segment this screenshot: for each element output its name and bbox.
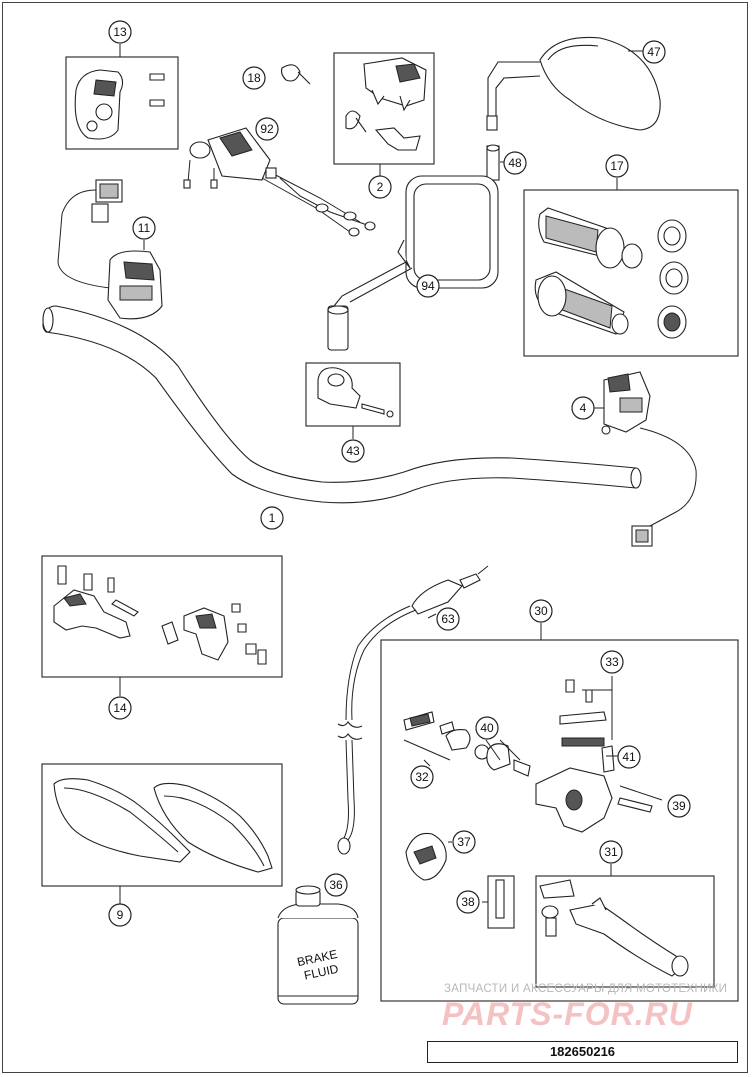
callout-30: 30	[529, 599, 553, 623]
callout-18: 18	[242, 66, 266, 90]
callout-47: 47	[642, 40, 666, 64]
svg-text:18: 18	[247, 71, 261, 85]
connector-switch-part	[57, 179, 163, 320]
group-box-13	[65, 56, 179, 150]
grips-part	[534, 207, 689, 339]
group-box-2	[333, 52, 435, 165]
svg-text:43: 43	[346, 444, 360, 458]
svg-text:32: 32	[415, 770, 429, 784]
svg-text:11: 11	[138, 221, 151, 235]
mirror-part	[486, 36, 661, 181]
callout-33: 33	[600, 650, 624, 674]
group-box-30	[380, 639, 739, 1002]
callout-39: 39	[667, 794, 691, 818]
svg-text:4: 4	[580, 401, 587, 415]
svg-text:2: 2	[377, 180, 384, 194]
callout-14: 14	[108, 696, 132, 720]
callout-63: 63	[436, 607, 460, 631]
hand-guards-part	[53, 778, 273, 873]
handlebar-part	[42, 305, 642, 504]
callout-38: 38	[456, 890, 480, 914]
callout-4: 4	[571, 396, 595, 420]
watermark-text: ЗАПЧАСТИ И АКСЕССУАРЫ ДЛЯ МОТОТЕХНИКИ	[444, 983, 728, 995]
callout-37: 37	[452, 830, 476, 854]
svg-text:38: 38	[461, 895, 475, 909]
brake-fluid-can-part	[277, 885, 359, 1005]
svg-text:48: 48	[508, 156, 522, 170]
callout-40: 40	[475, 716, 499, 740]
brake-hose-part	[337, 565, 489, 855]
callout-11: 11	[132, 216, 156, 240]
svg-text:63: 63	[441, 612, 455, 626]
callout-2: 2	[368, 175, 392, 199]
svg-text:17: 17	[610, 159, 624, 173]
callout-17: 17	[605, 154, 629, 178]
switch-cover-part	[345, 57, 427, 151]
brake-lever-part	[539, 879, 689, 977]
callout-32: 32	[410, 765, 434, 789]
callout-41: 41	[617, 745, 641, 769]
svg-text:33: 33	[605, 655, 619, 669]
svg-text:37: 37	[457, 835, 471, 849]
mirror-clamp-part	[317, 367, 394, 418]
watermark-logo: PARTS-FOR.RU	[442, 996, 693, 1032]
svg-text:40: 40	[480, 721, 494, 735]
mount-clamps-part	[53, 565, 267, 665]
svg-text:31: 31	[604, 845, 618, 859]
group-box-14	[41, 555, 283, 678]
svg-text:1: 1	[269, 511, 276, 525]
reservoir-clamp-part	[405, 832, 447, 881]
svg-text:47: 47	[647, 45, 661, 59]
callout-94: 94	[416, 274, 440, 298]
svg-text:92: 92	[260, 122, 274, 136]
left-switch-part	[74, 69, 165, 140]
throttle-assembly-part	[183, 127, 376, 237]
callout-31: 31	[599, 840, 623, 864]
svg-text:94: 94	[421, 279, 435, 293]
callout-92: 92	[255, 117, 279, 141]
group-box-31	[535, 875, 715, 988]
callout-43: 43	[341, 439, 365, 463]
svg-text:39: 39	[672, 799, 686, 813]
svg-text:13: 13	[113, 25, 127, 39]
callout-13: 13	[108, 20, 132, 44]
svg-text:14: 14	[113, 701, 127, 715]
callout-36: 36	[324, 873, 348, 897]
group-box-9	[41, 763, 283, 887]
svg-text:36: 36	[329, 878, 343, 892]
document-number: 182650216	[427, 1041, 738, 1063]
svg-text:41: 41	[622, 750, 636, 764]
master-cylinder-part	[403, 679, 653, 833]
rectangular-mirror-part	[327, 175, 499, 351]
callout-48: 48	[503, 151, 527, 175]
callout-1: 1	[260, 506, 284, 530]
right-switch-part	[601, 371, 697, 547]
callout-9: 9	[108, 903, 132, 927]
svg-text:30: 30	[534, 604, 548, 618]
group-box-17	[523, 189, 739, 357]
svg-text:9: 9	[117, 908, 124, 922]
